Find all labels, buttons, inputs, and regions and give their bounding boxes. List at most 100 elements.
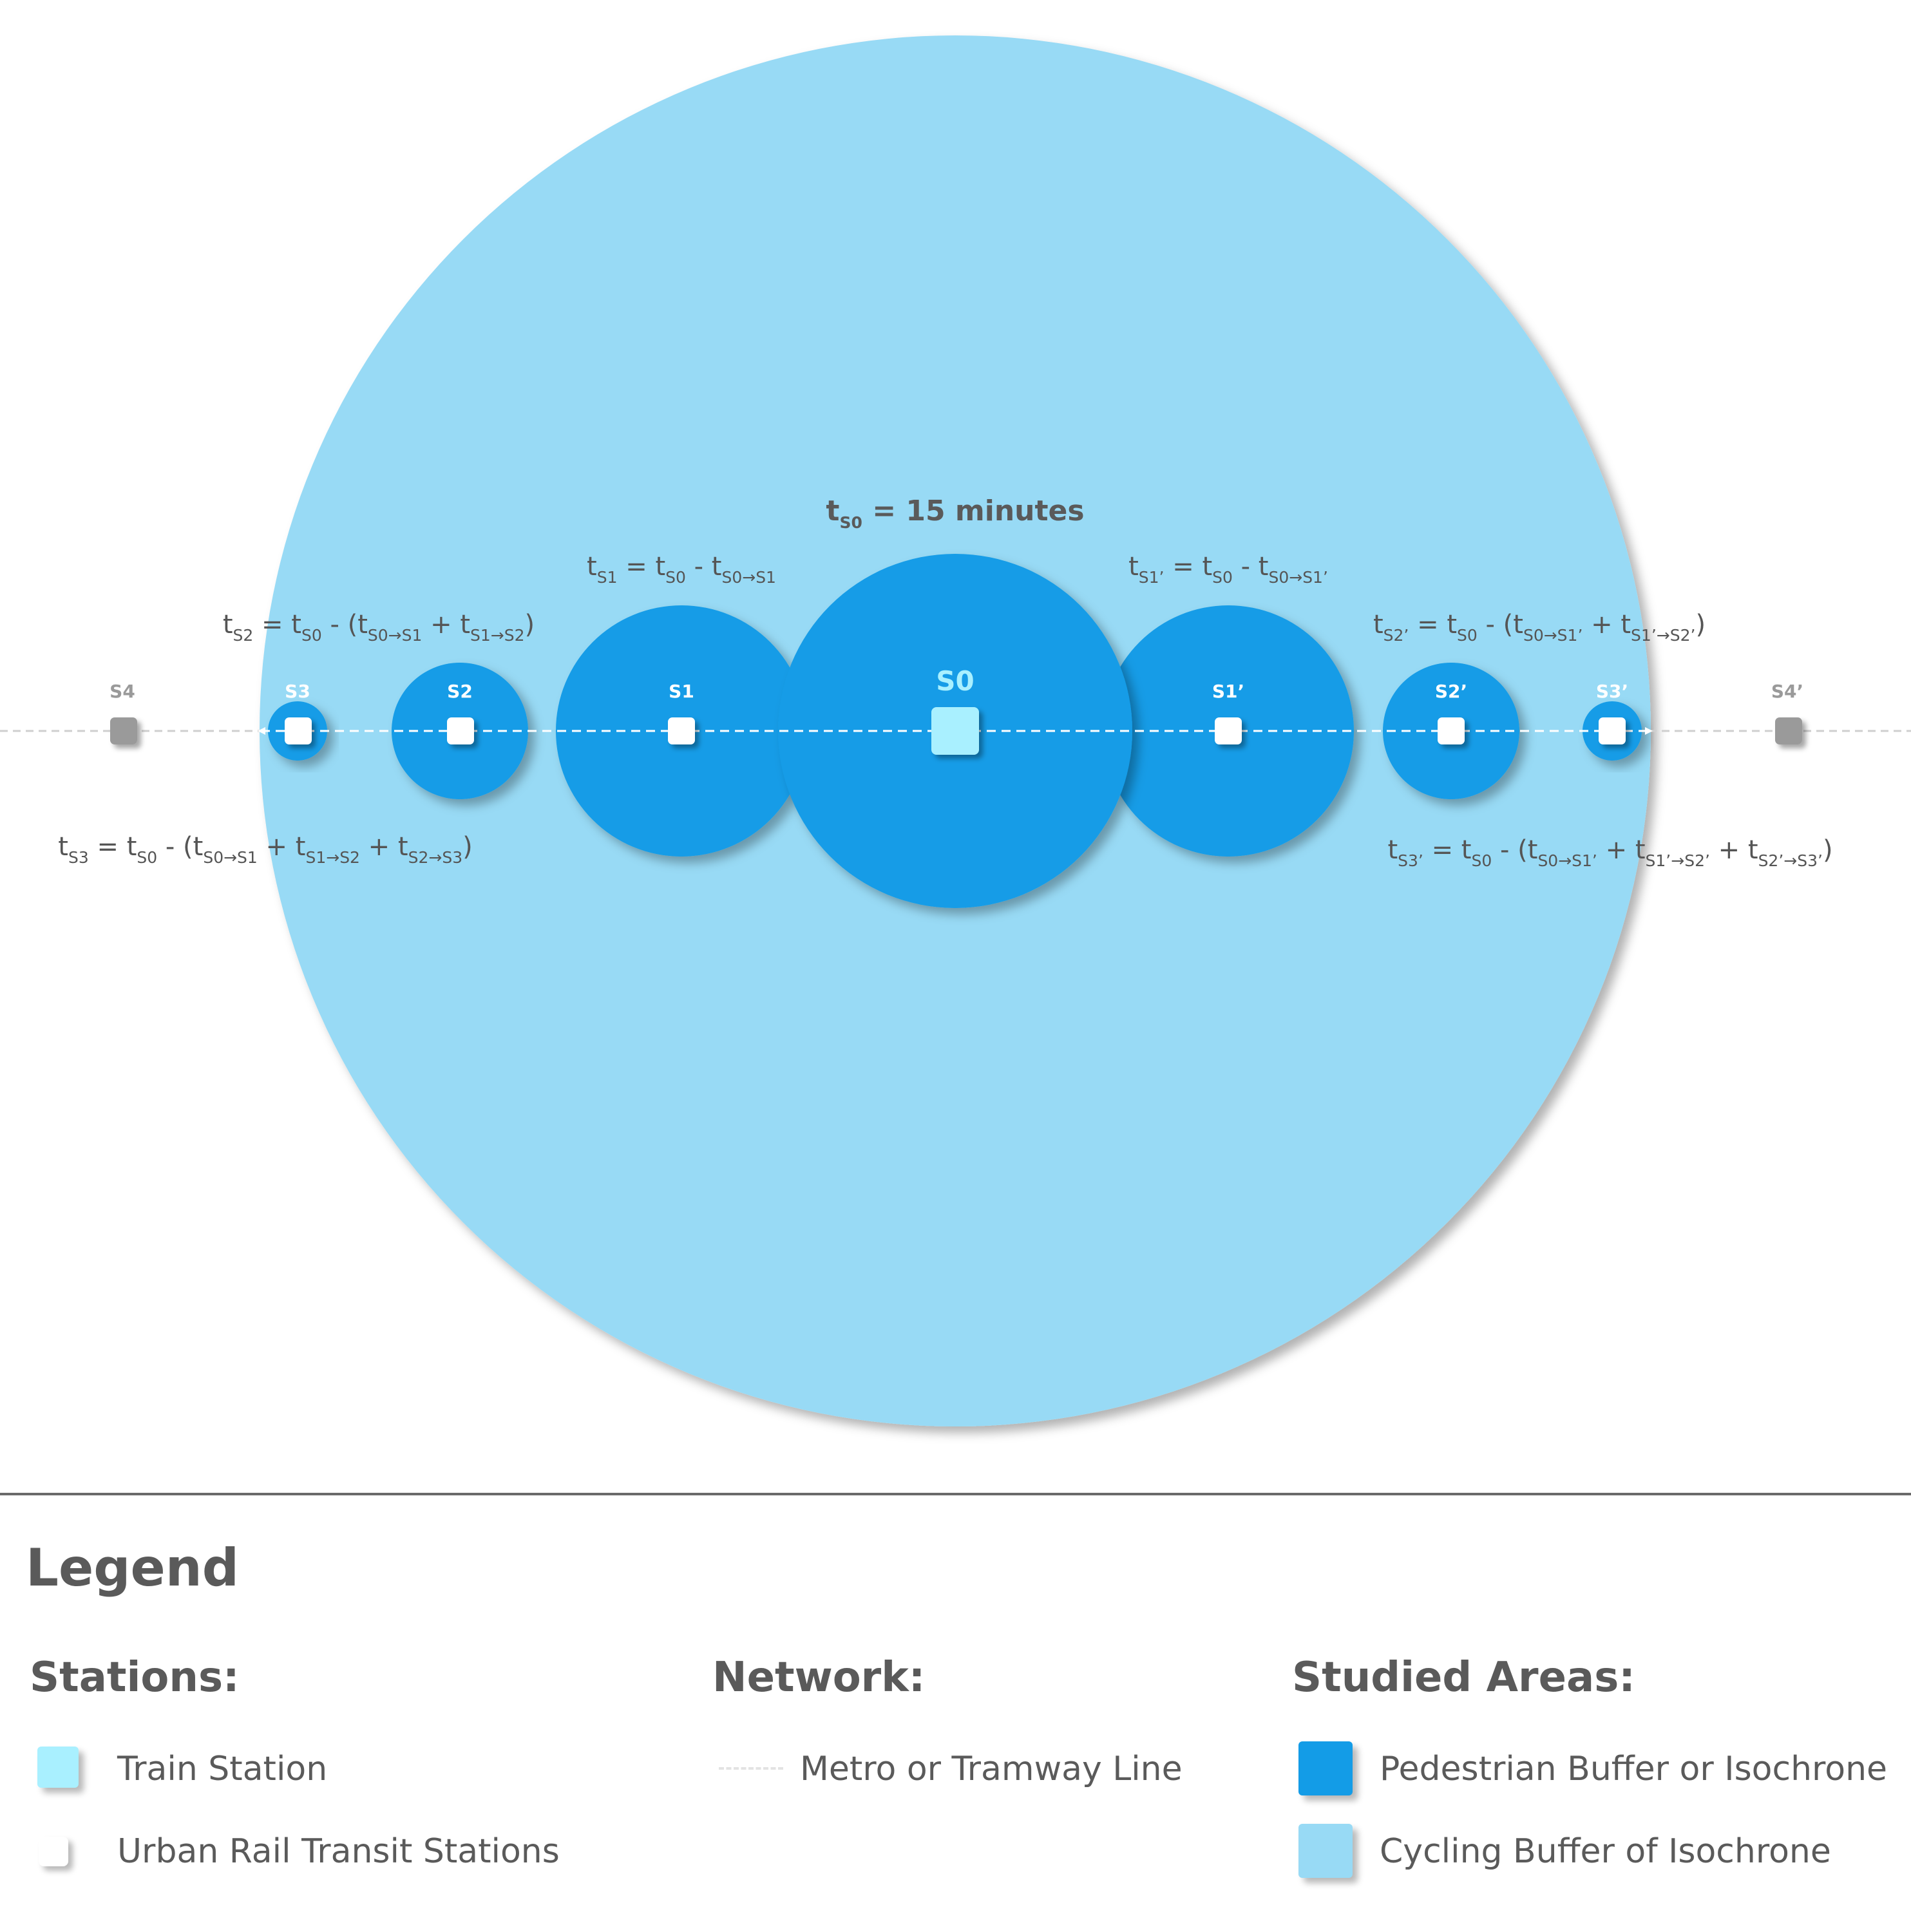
- formula-term: = t: [1165, 552, 1213, 582]
- station-s4p: [1775, 717, 1802, 744]
- formula-subscript: S1: [597, 568, 618, 587]
- legend-label-pedestrian: Pedestrian Buffer or Isochrone: [1380, 1750, 1888, 1788]
- formula-subscript: S1’→S2’: [1646, 851, 1710, 870]
- formula-term: + t: [360, 832, 408, 862]
- station-label-s2: S2: [447, 681, 473, 702]
- station-label-s3: S3: [285, 681, 310, 702]
- station-s2: [447, 717, 474, 744]
- formula-term: - (t: [1492, 835, 1537, 865]
- formula-subscript: S3’: [1398, 851, 1423, 870]
- formula-term: - t: [686, 552, 722, 582]
- formula-s1: tS1 = tS0 - tS0→S1: [587, 552, 776, 587]
- legend-label-urban-rail: Urban Rail Transit Stations: [117, 1832, 560, 1871]
- isochrone-diagram: S4 S3 S2 S1 S0 S1’ S2’ S3’ S4’ tS0 = 15 …: [0, 35, 1911, 1426]
- legend-network-heading: Network:: [712, 1654, 926, 1701]
- formula-subscript: S0: [1472, 851, 1492, 870]
- formula-term: + t: [1583, 610, 1631, 639]
- station-s2p: [1438, 717, 1465, 744]
- formula-term: + t: [1710, 835, 1758, 865]
- legend-label-cycling: Cycling Buffer of Isochrone: [1380, 1832, 1831, 1871]
- formula-subscript: S1→S2: [470, 626, 525, 645]
- formula-term: ): [1695, 610, 1706, 639]
- stations: [110, 707, 1802, 755]
- station-label-s1p: S1’: [1212, 681, 1244, 702]
- station-label-s4p: S4’: [1771, 681, 1803, 702]
- formula-term: + t: [422, 610, 470, 639]
- train-station-swatch: [37, 1747, 79, 1788]
- legend-item-metro-line: Metro or Tramway Line: [712, 1747, 1183, 1792]
- formula-subscript: S0→S1: [721, 568, 776, 587]
- urban-rail-swatch: [39, 1837, 68, 1866]
- legend-network: Network: Metro or Tramway Line: [712, 1654, 1183, 1829]
- legend-item-cycling: Cycling Buffer of Isochrone: [1292, 1824, 1831, 1878]
- station-s3p: [1599, 717, 1626, 744]
- formula-term: t: [223, 610, 233, 639]
- station-label-s0: S0: [936, 665, 974, 697]
- formula-subscript: S0: [1457, 626, 1478, 645]
- formula-term: + t: [258, 832, 306, 862]
- formula-subscript: S3: [68, 848, 89, 867]
- formula-s3p: tS3’ = tS0 - (tS0→S1’ + tS1’→S2’ + tS2’→…: [1387, 835, 1832, 870]
- legend-studied-areas-heading: Studied Areas:: [1292, 1654, 1635, 1701]
- formula-s2: tS2 = tS0 - (tS0→S1 + tS1→S2): [223, 610, 535, 645]
- legend-label-train-station: Train Station: [117, 1750, 328, 1788]
- main-travel-time-formula: tS0 = 15 minutes: [826, 495, 1084, 532]
- legend-title: Legend: [26, 1538, 239, 1598]
- formula-subscript: S2: [233, 626, 254, 645]
- formula-subscript: S1’: [1139, 568, 1165, 587]
- station-label-s2p: S2’: [1435, 681, 1467, 702]
- formula-s1p: tS1’ = tS0 - tS0→S1’: [1128, 552, 1328, 587]
- formula-term: - (t: [1478, 610, 1523, 639]
- formula-term: ): [1823, 835, 1833, 865]
- legend-studied-areas: Studied Areas: Pedestrian Buffer or Isoc…: [1292, 1654, 1887, 1911]
- formula-s3: tS3 = tS0 - (tS0→S1 + tS1→S2 + tS2→S3): [58, 832, 472, 867]
- formula-term: ): [462, 832, 473, 862]
- formula-subscript: S0→S1’: [1537, 851, 1597, 870]
- formula-term: t: [587, 552, 597, 582]
- arrow-right-icon: [1645, 727, 1653, 735]
- formula-subscript: S0: [1212, 568, 1233, 587]
- formula-subscript: S0: [137, 848, 157, 867]
- cycling-swatch: [1298, 1824, 1353, 1878]
- formula-term: = t: [1409, 610, 1457, 639]
- formula-term: - t: [1233, 552, 1269, 582]
- station-s1: [668, 717, 695, 744]
- legend-stations: Stations: Train Station Urban Rail Trans…: [30, 1654, 560, 1911]
- formula-subscript: S0→S1: [368, 626, 423, 645]
- formula-term: t: [1387, 835, 1398, 865]
- formula-term: = t: [89, 832, 137, 862]
- formula-term: = t: [253, 610, 301, 639]
- station-label-s3p: S3’: [1596, 681, 1628, 702]
- legend-item-pedestrian: Pedestrian Buffer or Isochrone: [1292, 1741, 1887, 1795]
- formula-subscript: S2’→S3’: [1758, 851, 1823, 870]
- legend-stations-heading: Stations:: [30, 1654, 240, 1701]
- formula-term: t: [58, 832, 68, 862]
- formula-term: t: [1128, 552, 1139, 582]
- legend: Legend Stations: Train Station Urban Rai…: [0, 1493, 1911, 1932]
- station-s0: [931, 707, 979, 755]
- station-label-s1: S1: [669, 681, 694, 702]
- pedestrian-swatch: [1298, 1741, 1353, 1795]
- formula-term: - (t: [157, 832, 203, 862]
- formula-term: + t: [1597, 835, 1646, 865]
- formula-subscript: S0: [665, 568, 686, 587]
- formula-term: t: [1373, 610, 1383, 639]
- formula-subscript: S2’: [1383, 626, 1409, 645]
- formula-s2p: tS2’ = tS0 - (tS0→S1’ + tS1’→S2’): [1373, 610, 1706, 645]
- formula-subscript: S0→S1’: [1523, 626, 1583, 645]
- station-labels: S4 S3 S2 S1 S0 S1’ S2’ S3’ S4’: [109, 665, 1803, 702]
- arrow-left-icon: [258, 727, 265, 735]
- legend-item-train-station: Train Station: [30, 1747, 327, 1792]
- station-s1p: [1215, 717, 1242, 744]
- legend-item-urban-rail: Urban Rail Transit Stations: [30, 1829, 560, 1874]
- metro-line-swatch: [719, 1767, 783, 1770]
- formula-term: = t: [1423, 835, 1472, 865]
- formula-term: = t: [618, 552, 666, 582]
- formula-subscript: S0→S1: [203, 848, 258, 867]
- legend-divider: [0, 1493, 1911, 1495]
- station-label-s4: S4: [109, 681, 135, 702]
- formula-subscript: S1→S2: [305, 848, 360, 867]
- station-s3: [285, 717, 312, 744]
- formula-subscript: S1’→S2’: [1631, 626, 1695, 645]
- formula-subscript: S0→S1’: [1268, 568, 1327, 587]
